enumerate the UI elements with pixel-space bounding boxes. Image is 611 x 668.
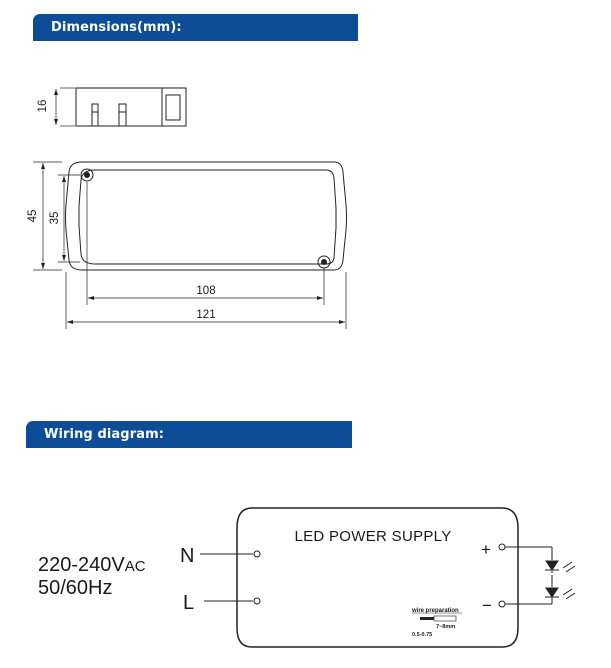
terminal-minus-label: − <box>482 596 492 615</box>
wire-prep-title: wire preparation <box>411 608 459 614</box>
output-wiring <box>498 543 553 608</box>
wiring-section-title: Wiring diagram: <box>44 427 165 442</box>
terminal-l-label: L <box>183 592 194 614</box>
terminal-plus-label: + <box>481 540 491 559</box>
led-load-icon <box>545 560 576 600</box>
wire-prep-strip: 7~8mm <box>436 624 455 630</box>
input-frequency-label: 50/60Hz <box>38 577 113 599</box>
inner-height-dimension-label: 35 <box>49 212 61 225</box>
top-view <box>33 161 347 329</box>
wire-prep-gauge: 0.5-0.75 <box>412 632 432 638</box>
wire-preparation-icon: wire preparation 7~8mm 0.5-0.75 <box>411 608 462 638</box>
power-supply-box <box>236 507 519 648</box>
dimensions-section-banner: Dimensions(mm): <box>33 14 358 41</box>
side-view <box>54 87 187 127</box>
input-wiring <box>200 550 261 605</box>
input-voltage-label: 220-240VAC <box>38 554 146 576</box>
terminal-n-label: N <box>180 545 194 567</box>
hole-spacing-dimension-label: 108 <box>196 285 215 297</box>
dimensions-section-title: Dimensions(mm): <box>51 20 182 35</box>
device-label: LED POWER SUPPLY <box>294 528 451 545</box>
wiring-section-banner: Wiring diagram: <box>26 421 352 448</box>
height-dimension-label: 16 <box>37 100 49 113</box>
outer-height-dimension-label: 45 <box>27 210 39 223</box>
overall-length-dimension-label: 121 <box>196 309 215 321</box>
